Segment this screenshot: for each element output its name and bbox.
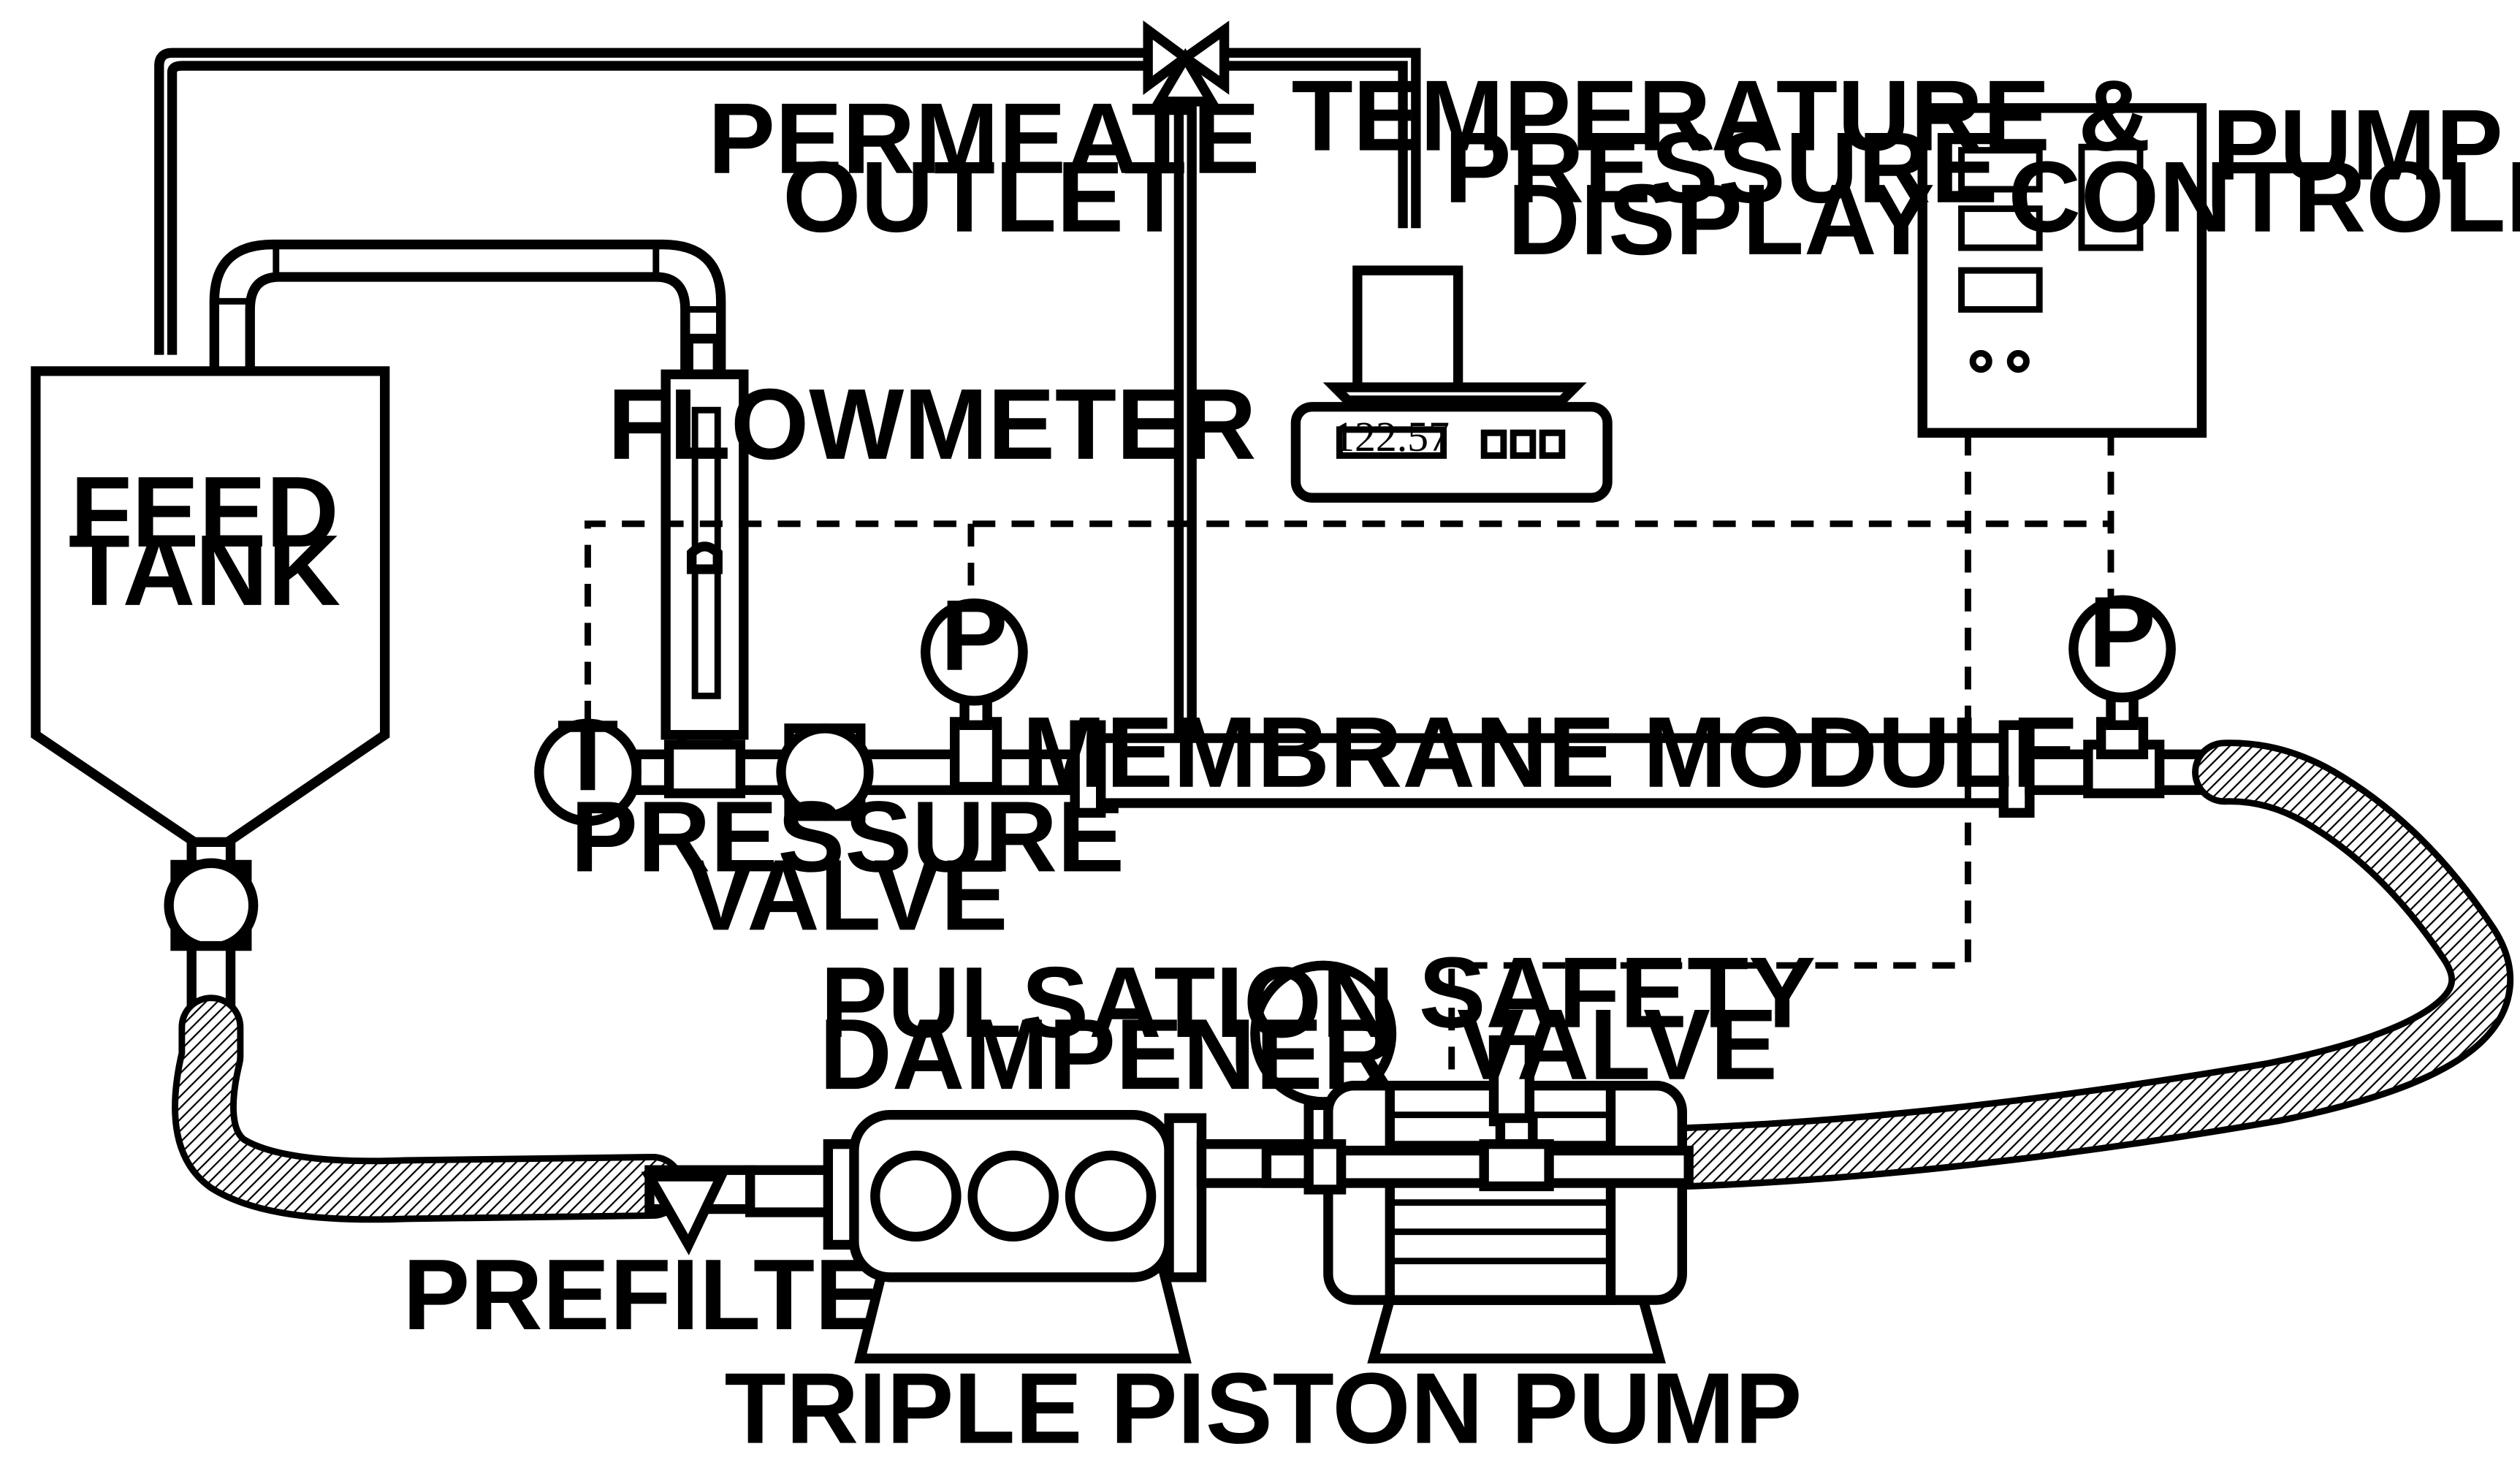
permeate-balance — [1290, 265, 1613, 503]
pump-controller-label-2: CONTROLLER — [2008, 141, 2520, 254]
return-hose — [1656, 739, 2513, 1190]
three-way-valve-icon — [1143, 20, 1230, 107]
pulsation-dampener — [1250, 960, 1397, 1156]
pressure-valve-icon — [776, 723, 874, 821]
flowmeter-label: FLOWMETER — [608, 368, 1257, 481]
temp-display-label-1: TEMPERATURE & — [1292, 60, 2151, 172]
triple-pump-label: TRIPLE PISTON PUMP — [725, 1353, 1803, 1460]
pulsation-label-1: PULSATION — [821, 946, 1395, 1059]
pressure-gauge-right — [2068, 595, 2176, 760]
permeate-outlet-label-2: OUTLET — [783, 141, 1185, 254]
temp-display-label-2: PRESSURE — [1444, 112, 1998, 224]
signal-wiring — [585, 433, 2114, 1083]
pressure-gauge-left — [921, 598, 1028, 792]
feed-tank-label-2: TANK — [69, 514, 340, 627]
pressure-gauge-left-label: P — [940, 579, 1008, 692]
feed-tank — [31, 366, 390, 859]
membrane-module — [1070, 720, 2035, 818]
permeate-outlet-label-1: PERMEATE — [708, 83, 1260, 195]
pulsation-label-2: DAMPENER — [819, 998, 1395, 1111]
temp-display-label-3: DISPLAY — [1507, 164, 1934, 276]
safety-valve-label-2: VALVE — [1457, 989, 1778, 1101]
pump-motor — [1261, 1081, 1694, 1364]
feed-hose — [172, 995, 685, 1223]
feed-tank-label-1: FEED — [70, 456, 338, 569]
pump-controller-label-1: PUMP — [2212, 89, 2503, 202]
pressure-gauge-right-label: P — [2089, 576, 2156, 688]
control-cabinet — [1917, 103, 2207, 438]
safety-valve-label-1: SAFETY — [1419, 937, 1816, 1049]
permeate-outlet-pipe — [1173, 101, 1197, 740]
permeate-return-line — [154, 47, 1421, 355]
membrane-module-label: MEMBRANE MODULE — [1022, 696, 2079, 809]
pressure-valve-label-2: VALVE — [688, 839, 1008, 951]
retentate-return-pipe — [209, 239, 726, 383]
balance-readout: 122.57 — [1333, 414, 1450, 460]
prefilter — [641, 1165, 837, 1255]
pressure-valve-label-1: PRESSURE — [571, 780, 1124, 893]
safety-valve — [1479, 1035, 1554, 1192]
